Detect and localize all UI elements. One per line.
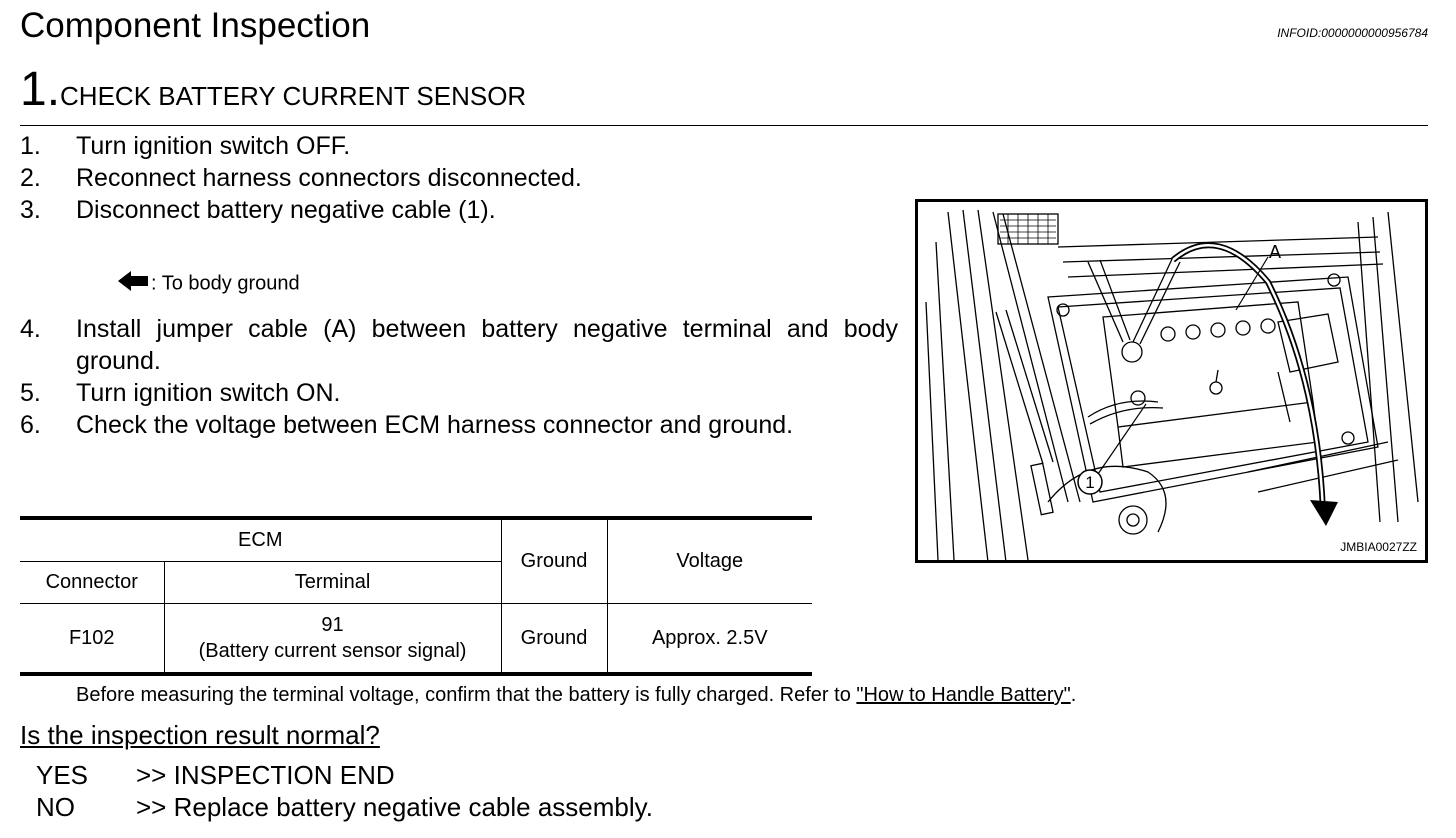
procedure-step-text: Turn ignition switch OFF. <box>76 132 351 160</box>
figure-label-1: 1 <box>1085 473 1094 492</box>
table-header-connector: Connector <box>20 561 164 604</box>
how-to-handle-battery-link[interactable]: "How to Handle Battery" <box>856 684 1071 706</box>
procedure-step-text: Install jumper cable (A) between battery… <box>76 315 898 375</box>
procedure-step-6: 6. Check the voltage between ECM harness … <box>20 409 898 441</box>
battery-illustration: A 1 JMBIA0027ZZ <box>915 199 1428 563</box>
procedure-step-number: 1. <box>20 132 41 160</box>
step-title: CHECK BATTERY CURRENT SENSOR <box>60 81 527 111</box>
answer-key: YES <box>36 760 89 790</box>
procedure-step-4: 4. Install jumper cable (A) between batte… <box>20 313 898 377</box>
measurement-note-text: Before measuring the terminal voltage, c… <box>76 684 857 706</box>
step-heading: 1.CHECK BATTERY CURRENT SENSOR <box>20 64 526 116</box>
measurement-note: Before measuring the terminal voltage, c… <box>76 684 1076 707</box>
answer-text: >> Replace battery negative cable assemb… <box>136 792 653 822</box>
procedure-step-3: 3. Disconnect battery negative cable (1). <box>20 194 496 226</box>
heading-divider <box>20 125 1428 126</box>
battery-drawing: A 1 <box>925 209 1419 560</box>
figure-label-a: A <box>1269 242 1281 262</box>
procedure-step-number: 4. <box>20 315 41 343</box>
cell-terminal-description: (Battery current sensor signal) <box>198 639 467 662</box>
measurement-note-end: . <box>1070 684 1077 706</box>
procedure-step-number: 6. <box>20 411 41 439</box>
procedure-step-number: 5. <box>20 379 41 407</box>
answer-text: >> INSPECTION END <box>136 760 395 790</box>
procedure-step-text: Reconnect harness connectors disconnecte… <box>76 164 582 192</box>
table-header-ground: Ground <box>500 518 608 604</box>
procedure-step-2: 2. Reconnect harness connectors disconnec… <box>20 162 582 194</box>
procedure-step-number: 2. <box>20 164 41 192</box>
procedure-step-text: Disconnect battery negative cable (1). <box>76 196 496 224</box>
ground-legend: : To body ground <box>118 270 300 298</box>
inspection-question: Is the inspection result normal? <box>20 720 380 750</box>
cell-connector: F102 <box>68 626 115 649</box>
table-header-voltage: Voltage <box>606 518 813 604</box>
answer-yes: YES >> INSPECTION END <box>36 760 395 791</box>
procedure-step-text: Turn ignition switch ON. <box>76 379 341 407</box>
table-header-terminal: Terminal <box>163 561 502 604</box>
cell-terminal-number: 91 <box>321 613 344 636</box>
page-title: Component Inspection <box>20 6 371 45</box>
answer-no: NO >> Replace battery negative cable asse… <box>36 792 653 823</box>
figure-code: JMBIA0027ZZ <box>1340 540 1417 554</box>
table-row: F102 91 (Battery current sensor signal) … <box>20 603 813 674</box>
voltage-spec-table: ECM Ground Voltage Connector Terminal F1… <box>20 516 813 676</box>
info-id: INFOID:0000000000956784 <box>1277 26 1428 40</box>
procedure-step-5: 5. Turn ignition switch ON. <box>20 377 340 409</box>
callout-circle-icon <box>1077 469 1103 495</box>
cell-voltage: Approx. 2.5V <box>606 603 813 674</box>
ground-legend-text: : To body ground <box>151 272 300 295</box>
answer-key: NO <box>36 792 75 822</box>
cell-terminal: 91 (Battery current sensor signal) <box>163 603 502 674</box>
step-number: 1. <box>20 63 61 116</box>
procedure-step-1: 1. Turn ignition switch OFF. <box>20 130 350 162</box>
table-header-ecm: ECM <box>20 518 502 562</box>
procedure-step-number: 3. <box>20 196 41 224</box>
procedure-step-text: Check the voltage between ECM harness co… <box>76 411 794 439</box>
cell-ground: Ground <box>500 603 608 674</box>
arrow-left-icon <box>118 270 150 298</box>
